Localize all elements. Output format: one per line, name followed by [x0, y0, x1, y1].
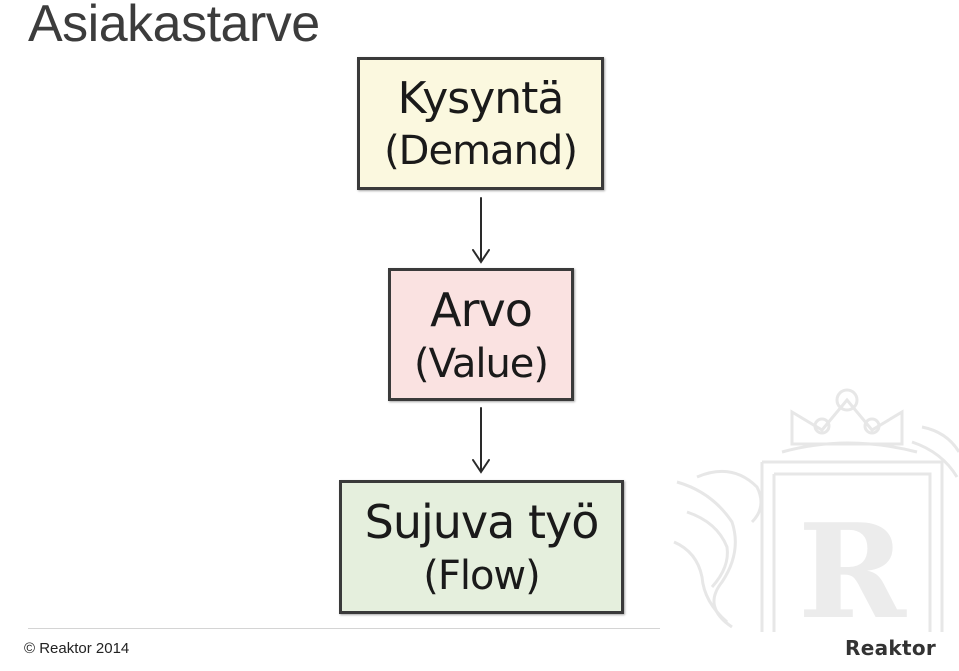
slide-title: Asiakastarve	[28, 0, 320, 53]
svg-text:R: R	[798, 495, 907, 632]
demand-label: Kysyntä	[397, 72, 565, 124]
footer-divider	[28, 628, 660, 629]
arrow-value-to-flow	[472, 407, 490, 474]
arrow-demand-to-value	[472, 197, 490, 264]
flow-sublabel: (Flow)	[423, 553, 541, 599]
crest-watermark-icon: R	[673, 388, 959, 632]
value-sublabel: (Value)	[413, 340, 549, 387]
reaktor-logo: Reaktor	[845, 636, 937, 660]
demand-sublabel: (Demand)	[384, 127, 578, 174]
flow-box: Sujuva työ (Flow)	[339, 480, 624, 614]
value-label: Arvo	[430, 282, 533, 337]
value-box: Arvo (Value)	[388, 268, 574, 401]
demand-box: Kysyntä (Demand)	[357, 57, 604, 190]
flow-label: Sujuva työ	[364, 495, 600, 549]
copyright-text: © Reaktor 2014	[24, 640, 130, 657]
